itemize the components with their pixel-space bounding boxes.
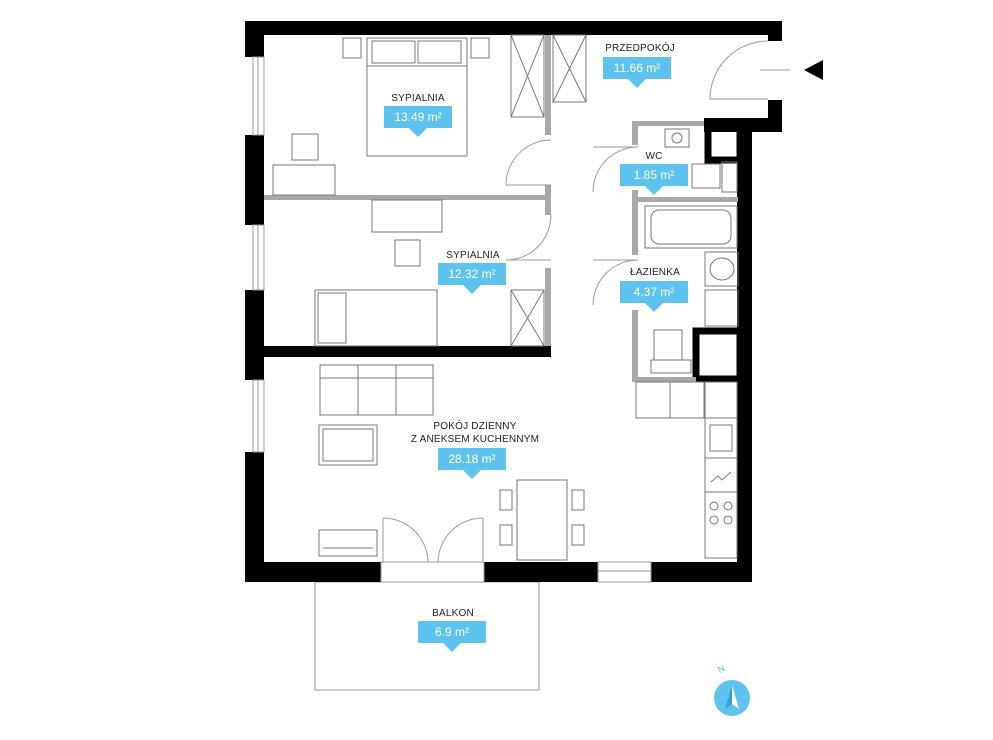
outer-walls <box>245 21 782 582</box>
living-name-line2: Z ANEKSEM KUCHENNYM <box>410 434 540 445</box>
balcony-name: BALKON <box>432 608 474 619</box>
bedroom2-area-badge: 12.32 m² <box>438 263 506 294</box>
wc-name: WC <box>645 151 663 162</box>
bedroom1-name: SYPIALNIA <box>391 93 445 104</box>
hall-name: PRZEDPOKÓJ <box>605 43 675 54</box>
bedroom1-area-badge: 13.49 m² <box>384 106 452 137</box>
hall-area-badge: 11.66 m² <box>603 57 671 88</box>
furniture <box>272 34 739 561</box>
living-name-line1: POKÓJ DZIENNY <box>433 421 517 432</box>
bathroom-name: ŁAZIENKA <box>630 267 680 278</box>
windows <box>252 56 652 583</box>
living-area-badge: 28.18 m² <box>438 448 506 479</box>
bathroom-area-badge: 4.37 m² <box>620 281 688 312</box>
entrance-arrow-icon <box>804 60 823 80</box>
compass-icon <box>714 680 750 716</box>
wc-area-badge: 1.85 m² <box>620 164 688 195</box>
shaft-lower <box>692 327 744 383</box>
bedroom2-name: SYPIALNIA <box>446 250 500 261</box>
shaft-upper <box>704 122 744 164</box>
partitions <box>264 35 738 382</box>
doors <box>382 40 790 563</box>
balcony-area-badge: 6.9 m² <box>418 621 486 652</box>
